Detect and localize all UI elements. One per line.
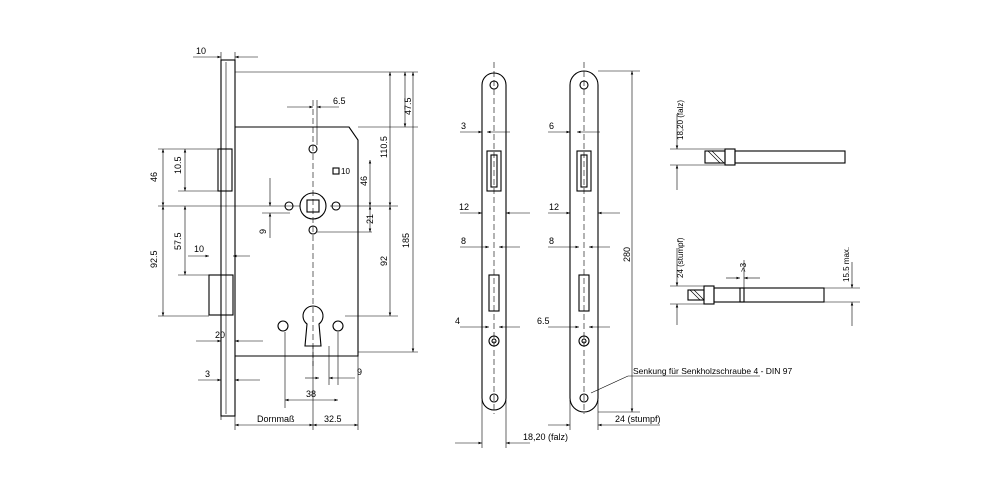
dead-bolt <box>208 274 234 316</box>
dim-32-5: 32.5 <box>324 414 342 424</box>
lock-body-view: 10 10 6.5 47.5 110.5 185 92 46 21 <box>149 46 418 430</box>
dim-57-5: 57.5 <box>173 232 183 250</box>
latch-detail-falz: 18,20 (falz) <box>670 100 846 190</box>
dim-latch-stumpf: 24 (stumpf) <box>676 237 685 278</box>
dim-4-plate: 4 <box>455 316 460 326</box>
dim-10-mid: 10 <box>194 244 204 254</box>
dim-185: 185 <box>401 233 411 248</box>
dim-6-plate: 6 <box>549 121 554 131</box>
forend-plate <box>220 59 236 417</box>
dim-dornmass: Dornmaß <box>257 414 295 424</box>
faceplate-stumpf-view: 6 12 8 6.5 280 Senkung für Senkholzschra… <box>537 62 793 430</box>
dim-21: 21 <box>365 214 375 224</box>
dim-3-bottom: 3 <box>205 369 210 379</box>
latch-bolt <box>217 148 233 192</box>
dim-falz-width: 18,20 (falz) <box>523 432 568 442</box>
dim-9-left: 9 <box>258 229 268 234</box>
faceplate-falz-view: 3 12 8 4 18,20 (falz) <box>455 62 568 448</box>
dim-46-left: 46 <box>149 172 159 182</box>
fixing-hole-cyl-right <box>332 320 344 332</box>
dim-stumpf-width: 24 (stumpf) <box>615 414 661 424</box>
screw-countersink-note: Senkung für Senkholzschraube 4 - DIN 97 <box>633 366 793 376</box>
cylinder-opening <box>302 305 324 347</box>
faceplate-stumpf-outline <box>569 70 599 413</box>
dim-46-right: 46 <box>359 176 369 186</box>
dim-92: 92 <box>379 256 389 266</box>
dim-38: 38 <box>306 389 316 399</box>
latch-detail-stumpf: 24 (stumpf) >3 15.5 max. <box>670 237 860 326</box>
spindle-hub <box>299 192 327 220</box>
fixing-hole-cyl-left <box>277 320 289 332</box>
dim-latch-max: 15.5 max. <box>842 247 851 282</box>
dim-10-5: 10.5 <box>173 156 183 174</box>
dim-9-bottom: 9 <box>357 367 362 377</box>
dim-6-5-spindle: 6.5 <box>333 96 346 106</box>
dim-10-top: 10 <box>196 46 206 56</box>
square-size-label: 10 <box>341 167 350 176</box>
dim-12-plate-a: 12 <box>459 202 469 212</box>
dim-12-plate-b: 12 <box>549 202 559 212</box>
dim-latch-falz: 18,20 (falz) <box>676 100 685 140</box>
dim-8-plate-b: 8 <box>549 236 554 246</box>
dim-3-plate: 3 <box>461 121 466 131</box>
dim-110-5: 110.5 <box>379 136 389 158</box>
dim-20: 20 <box>215 330 225 340</box>
dim-6-5-plate: 6.5 <box>537 316 550 326</box>
lock-case <box>235 126 359 357</box>
dim-47-5: 47.5 <box>403 97 413 115</box>
dim-8-plate-a: 8 <box>461 236 466 246</box>
dim-latch-gt3: >3 <box>739 262 748 272</box>
faceplate-falz-outline <box>481 72 507 411</box>
dim-92-5: 92.5 <box>149 250 159 268</box>
dim-280: 280 <box>622 247 632 262</box>
